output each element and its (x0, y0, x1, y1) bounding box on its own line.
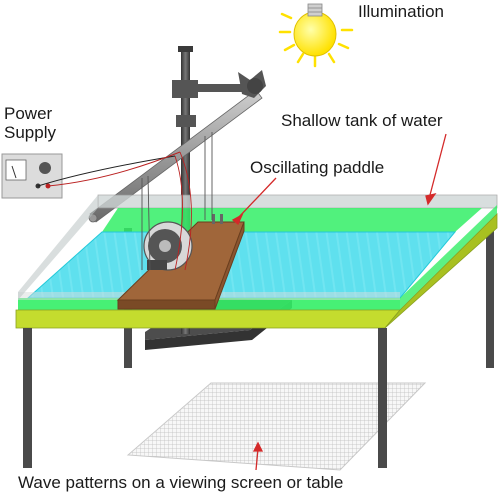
viewing-screen (126, 382, 427, 471)
wave-patterns-label: Wave patterns on a viewing screen or tab… (18, 473, 344, 492)
water-tank (18, 194, 498, 310)
stand-pole (172, 46, 258, 334)
front-legs (23, 328, 387, 468)
illumination-label: Illumination (358, 2, 444, 21)
shallow-tank-label: Shallow tank of water (281, 111, 443, 130)
motor-icon (143, 221, 193, 271)
table-frame (15, 213, 498, 329)
power-supply-label: Power Supply (4, 104, 56, 142)
light-bulb-icon (278, 3, 354, 68)
paddle-rod (88, 70, 266, 223)
power-wires (37, 151, 181, 187)
arrow-screen (252, 441, 264, 471)
power-supply-label-line1: Power (4, 104, 53, 123)
power-supply-label-line2: Supply (4, 123, 56, 143)
power-supply-icon (1, 153, 63, 199)
arrow-tank (425, 133, 447, 206)
suspension-wires (141, 132, 213, 271)
arrow-paddle (231, 177, 277, 226)
oscillating-paddle-label: Oscillating paddle (250, 158, 385, 177)
callout-arrows (231, 133, 447, 471)
